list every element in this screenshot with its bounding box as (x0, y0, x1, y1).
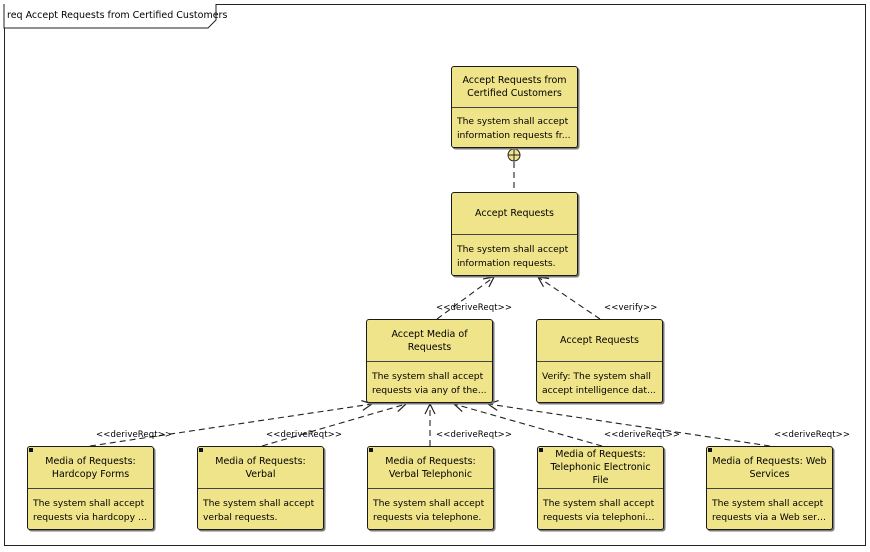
test-case-marker-icon (539, 448, 543, 452)
requirement-name: Media of Requests: Web Services (707, 447, 832, 489)
requirement-text-line: The system shall accept (373, 498, 485, 509)
requirement-text-line: accept intelligence dat... (542, 385, 656, 396)
test-case-marker-icon (29, 448, 33, 452)
requirement-text-line: information requests. (457, 258, 556, 269)
requirement-text-line: information requests fr... (457, 130, 571, 141)
derive-label-web: <<deriveReqt>> (774, 430, 851, 440)
requirement-text-line: requests via telephonic... (543, 512, 659, 523)
requirement-text-line: The system shall accept (457, 244, 569, 255)
test-case-marker-icon (199, 448, 203, 452)
requirement-text: The system shall accept requests via har… (33, 497, 149, 525)
requirement-text-line: Verify: The system shall (542, 371, 651, 382)
requirement-media-telephonic-electronic-file[interactable]: Media of Requests: Telephonic Electronic… (537, 446, 664, 530)
requirement-text-line: The system shall accept (33, 498, 145, 509)
requirement-text-line: requests via a Web serv... (712, 512, 828, 523)
requirement-media-web-services[interactable]: Media of Requests: Web Services The syst… (706, 446, 833, 530)
requirement-text-line: The system shall accept (457, 116, 569, 127)
test-case-marker-icon (369, 448, 373, 452)
derive-label-telephone: <<deriveReqt>> (436, 430, 513, 440)
requirement-text: The system shall accept information requ… (457, 115, 573, 143)
requirement-text-line: requests via telephone. (373, 512, 482, 523)
requirement-media-verbal[interactable]: Media of Requests: Verbal The system sha… (197, 446, 324, 530)
requirement-name: Media of Requests: Verbal (198, 447, 323, 489)
derive-label-hardcopy: <<deriveReqt>> (96, 430, 173, 440)
derive-label-efile: <<deriveReqt>> (604, 430, 681, 440)
requirement-media-hardcopy-forms[interactable]: Media of Requests: Hardcopy Forms The sy… (27, 446, 154, 530)
requirement-name: Accept Requests (452, 193, 577, 235)
requirement-name: Media of Requests: Verbal Telephonic (368, 447, 493, 489)
requirement-text-line: verbal requests. (203, 512, 278, 523)
diagram-frame (4, 4, 866, 546)
requirement-name: Accept Media of Requests (367, 320, 492, 362)
test-case-marker-icon (708, 448, 712, 452)
requirement-name: Accept Requests (537, 320, 662, 362)
requirement-text: The system shall accept requests via any… (372, 370, 488, 398)
derive-label-verbal: <<deriveReqt>> (266, 430, 343, 440)
derive-label-media: <<deriveReqt>> (436, 303, 513, 313)
requirement-name: Accept Requests from Certified Customers (452, 67, 577, 108)
requirement-text-line: requests via any of the... (372, 385, 487, 396)
requirement-accept-requests-verify[interactable]: Accept Requests Verify: The system shall… (536, 319, 663, 403)
requirement-accept-media-of-requests[interactable]: Accept Media of Requests The system shal… (366, 319, 493, 403)
requirement-text-line: The system shall accept (712, 498, 824, 509)
verify-label: <<verify>> (604, 303, 658, 313)
requirement-text: The system shall accept requests via tel… (373, 497, 489, 525)
requirement-accept-requests-from-certified-customers[interactable]: Accept Requests from Certified Customers… (451, 66, 578, 148)
diagram-title: req Accept Requests from Certified Custo… (7, 10, 228, 21)
requirement-text: The system shall accept requests via a W… (712, 497, 828, 525)
requirement-text-line: The system shall accept (372, 371, 484, 382)
requirement-accept-requests[interactable]: Accept Requests The system shall accept … (451, 192, 578, 276)
requirement-text: The system shall accept verbal requests. (203, 497, 319, 525)
requirement-text: The system shall accept requests via tel… (543, 497, 659, 525)
requirement-name: Media of Requests: Hardcopy Forms (28, 447, 153, 489)
requirement-media-verbal-telephonic[interactable]: Media of Requests: Verbal Telephonic The… (367, 446, 494, 530)
requirement-text: The system shall accept information requ… (457, 243, 573, 271)
requirement-name: Media of Requests: Telephonic Electronic… (538, 447, 663, 489)
requirement-text: Verify: The system shall accept intellig… (542, 370, 658, 398)
requirement-text-line: requests via hardcopy f... (33, 512, 149, 523)
requirement-text-line: The system shall accept (543, 498, 655, 509)
requirement-text-line: The system shall accept (203, 498, 315, 509)
